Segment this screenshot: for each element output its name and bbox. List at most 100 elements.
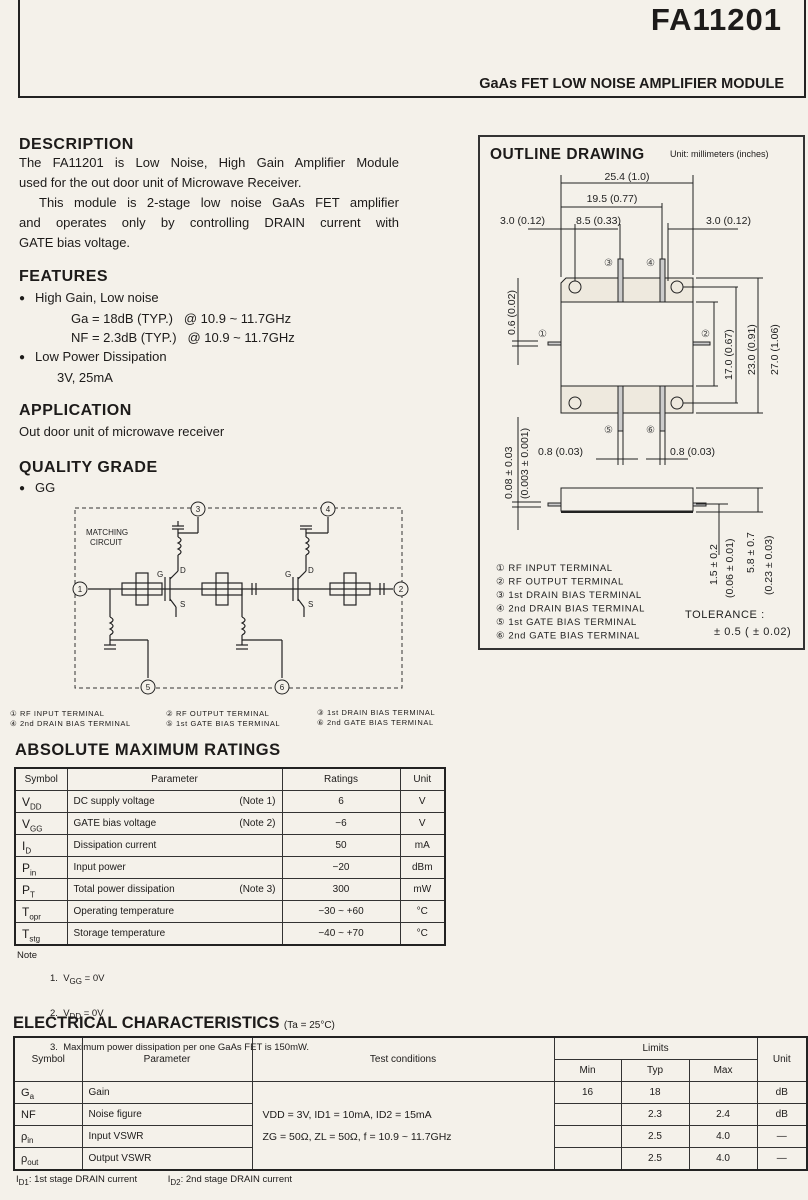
unit-cell: —: [756, 1125, 808, 1148]
product-subtitle: GaAs FET LOW NOISE AMPLIFIER MODULE: [479, 76, 784, 92]
source-pin-label: S: [180, 600, 185, 609]
dim-body-thk-mm: 5.8 ± 0.7: [745, 532, 757, 573]
dim-body-height: 17.0 (0.67): [723, 329, 735, 380]
column-header: Unit: [756, 1036, 808, 1082]
dim-lead-thk-in: (0.003 ± 0.001): [519, 428, 531, 499]
symbol-cell: Tstg: [14, 922, 68, 946]
note-2: 2. VDD = 0V: [50, 1007, 104, 1021]
circuit-legend-col3: ③ 1st DRAIN BIAS TERMINAL ⑥ 2nd GATE BIA…: [317, 708, 435, 728]
amr-heading: ABSOLUTE MAXIMUM RATINGS: [15, 741, 281, 759]
footnote-id1: ID1: 1st stage DRAIN current: [16, 1174, 138, 1187]
svg-text:⑥: ⑥: [646, 425, 655, 436]
rating-cell: 6: [281, 790, 401, 813]
table-header-row: Min Typ Max: [14, 1059, 807, 1082]
column-header: Min: [553, 1059, 622, 1082]
unit-cell: °C: [399, 922, 446, 946]
feature-detail: Ga = 18dB (TYP.) @ 10.9 ~ 11.7GHz: [71, 311, 292, 326]
parameter-cell: Noise figure: [81, 1103, 253, 1126]
unit-cell: dB: [756, 1103, 808, 1126]
column-header: Test conditions: [251, 1036, 555, 1082]
typ-cell: 2.5: [620, 1147, 690, 1171]
drain-pin-label: D: [180, 566, 186, 575]
table-row: Tstg Storage temperature −40 ~ +70 °C: [14, 922, 446, 946]
dim-hole-span: 19.5 (0.77): [587, 193, 638, 205]
application-text: Out door unit of microwave receiver: [19, 424, 225, 439]
rating-cell: −40 ~ +70: [281, 922, 401, 946]
symbol-cell: Pin: [14, 856, 68, 879]
circuit-diagram: MATCHING CIRCUIT G D S G D S 1 2 3 4 5 6: [72, 501, 409, 695]
parameter-cell: Total power dissipation(Note 3): [66, 878, 283, 901]
table-row: Topr Operating temperature −30 ~ +60 °C: [14, 900, 446, 923]
outline-unit: Unit: millimeters (inches): [670, 149, 769, 159]
legend-item: ② RF OUTPUT TERMINAL: [166, 709, 270, 718]
unit-cell: V: [399, 812, 446, 835]
application-heading: APPLICATION: [19, 402, 132, 419]
table-row: ID Dissipation current 50 mA: [14, 834, 446, 857]
feature-detail: 3V, 25mA: [57, 370, 113, 385]
quality-heading: QUALITY GRADE: [19, 459, 158, 476]
description-line: GATE bias voltage.: [19, 235, 131, 250]
header-box: [18, 0, 806, 98]
symbol-cell: NF: [13, 1103, 83, 1126]
terminal-1: ① RF INPUT TERMINAL: [496, 563, 613, 574]
parameter-cell: Input VSWR: [81, 1125, 253, 1148]
rating-cell: −6: [281, 812, 401, 835]
tolerance-label: TOLERANCE :: [685, 609, 765, 621]
dim-left-offset: 3.0 (0.12): [500, 215, 545, 227]
typ-cell: 2.5: [620, 1125, 690, 1148]
table-row: ρout Output VSWR 2.5 4.0 —: [13, 1147, 808, 1171]
column-header: Symbol: [13, 1036, 83, 1082]
table-row: VGG GATE bias voltage(Note 2) −6 V: [14, 812, 446, 835]
description-line: and operates only by controlling DRAIN c…: [19, 215, 399, 230]
rating-cell: −30 ~ +60: [281, 900, 401, 923]
symbol-cell: Ga: [13, 1081, 83, 1104]
table-row: PT Total power dissipation(Note 3) 300 m…: [14, 878, 446, 901]
column-header: Max: [688, 1059, 758, 1082]
footnote-id2: ID2: 2nd stage DRAIN current: [167, 1174, 293, 1187]
matching-element: [121, 572, 163, 606]
ec-title: ELECTRICAL CHARACTERISTICS (Ta = 25°C): [13, 1014, 335, 1033]
legend-item: ① RF INPUT TERMINAL: [10, 709, 105, 718]
max-cell: [688, 1081, 758, 1104]
unit-cell: dBm: [399, 856, 446, 879]
gate-pin-label: G: [285, 570, 291, 579]
dim-overall-height: 27.0 (1.06): [769, 324, 781, 375]
table-row: VDD DC supply voltage(Note 1) 6 V: [14, 790, 446, 813]
max-cell: 4.0: [688, 1125, 758, 1148]
amr-notes: Note 1. VGG = 0V 2. VDD = 0V 3. Maximum …: [14, 950, 444, 1053]
typ-cell: 18: [620, 1081, 690, 1104]
dim-lead-height-in: (0.06 ± 0.01): [724, 539, 736, 598]
min-cell: [553, 1125, 622, 1148]
outline-heading: OUTLINE DRAWING: [490, 146, 645, 163]
legend-item: ③ 1st DRAIN BIAS TERMINAL: [317, 708, 436, 717]
amr-section: Symbol Parameter Ratings Unit VDD DC sup…: [14, 767, 446, 1053]
dim-lead-spacing: 8.5 (0.33): [576, 215, 621, 227]
symbol-cell: ρout: [13, 1147, 83, 1171]
typ-cell: 2.3: [620, 1103, 690, 1126]
node-6: 6: [280, 683, 285, 692]
feature-item: High Gain, Low noise: [19, 288, 295, 309]
svg-text:④: ④: [646, 258, 655, 269]
min-cell: [553, 1103, 622, 1126]
svg-text:③: ③: [604, 258, 613, 269]
terminal-4: ④ 2nd DRAIN BIAS TERMINAL: [496, 604, 645, 615]
column-header: Parameter: [66, 767, 283, 791]
rating-cell: 50: [281, 834, 401, 857]
quality-item: GG: [19, 478, 55, 500]
description-heading: DESCRIPTION: [19, 136, 134, 153]
terminal-6: ⑥ 2nd GATE BIAS TERMINAL: [496, 631, 640, 642]
dim-body-thk-in: (0.23 ± 0.03): [763, 536, 775, 595]
unit-cell: dB: [756, 1081, 808, 1104]
column-header: Limits: [553, 1036, 758, 1060]
parameter-cell: Dissipation current: [66, 834, 283, 857]
parameter-cell: GATE bias voltage(Note 2): [66, 812, 283, 835]
svg-text:①: ①: [538, 329, 547, 340]
parameter-cell: Input power: [66, 856, 283, 879]
unit-cell: mA: [399, 834, 446, 857]
dim-lead-width-left: 0.8 (0.03): [538, 446, 583, 458]
column-header: Parameter: [81, 1036, 253, 1082]
matching-label: CIRCUIT: [90, 538, 123, 547]
legend-item: ⑥ 2nd GATE BIAS TERMINAL: [317, 718, 434, 727]
unit-cell: V: [399, 790, 446, 813]
